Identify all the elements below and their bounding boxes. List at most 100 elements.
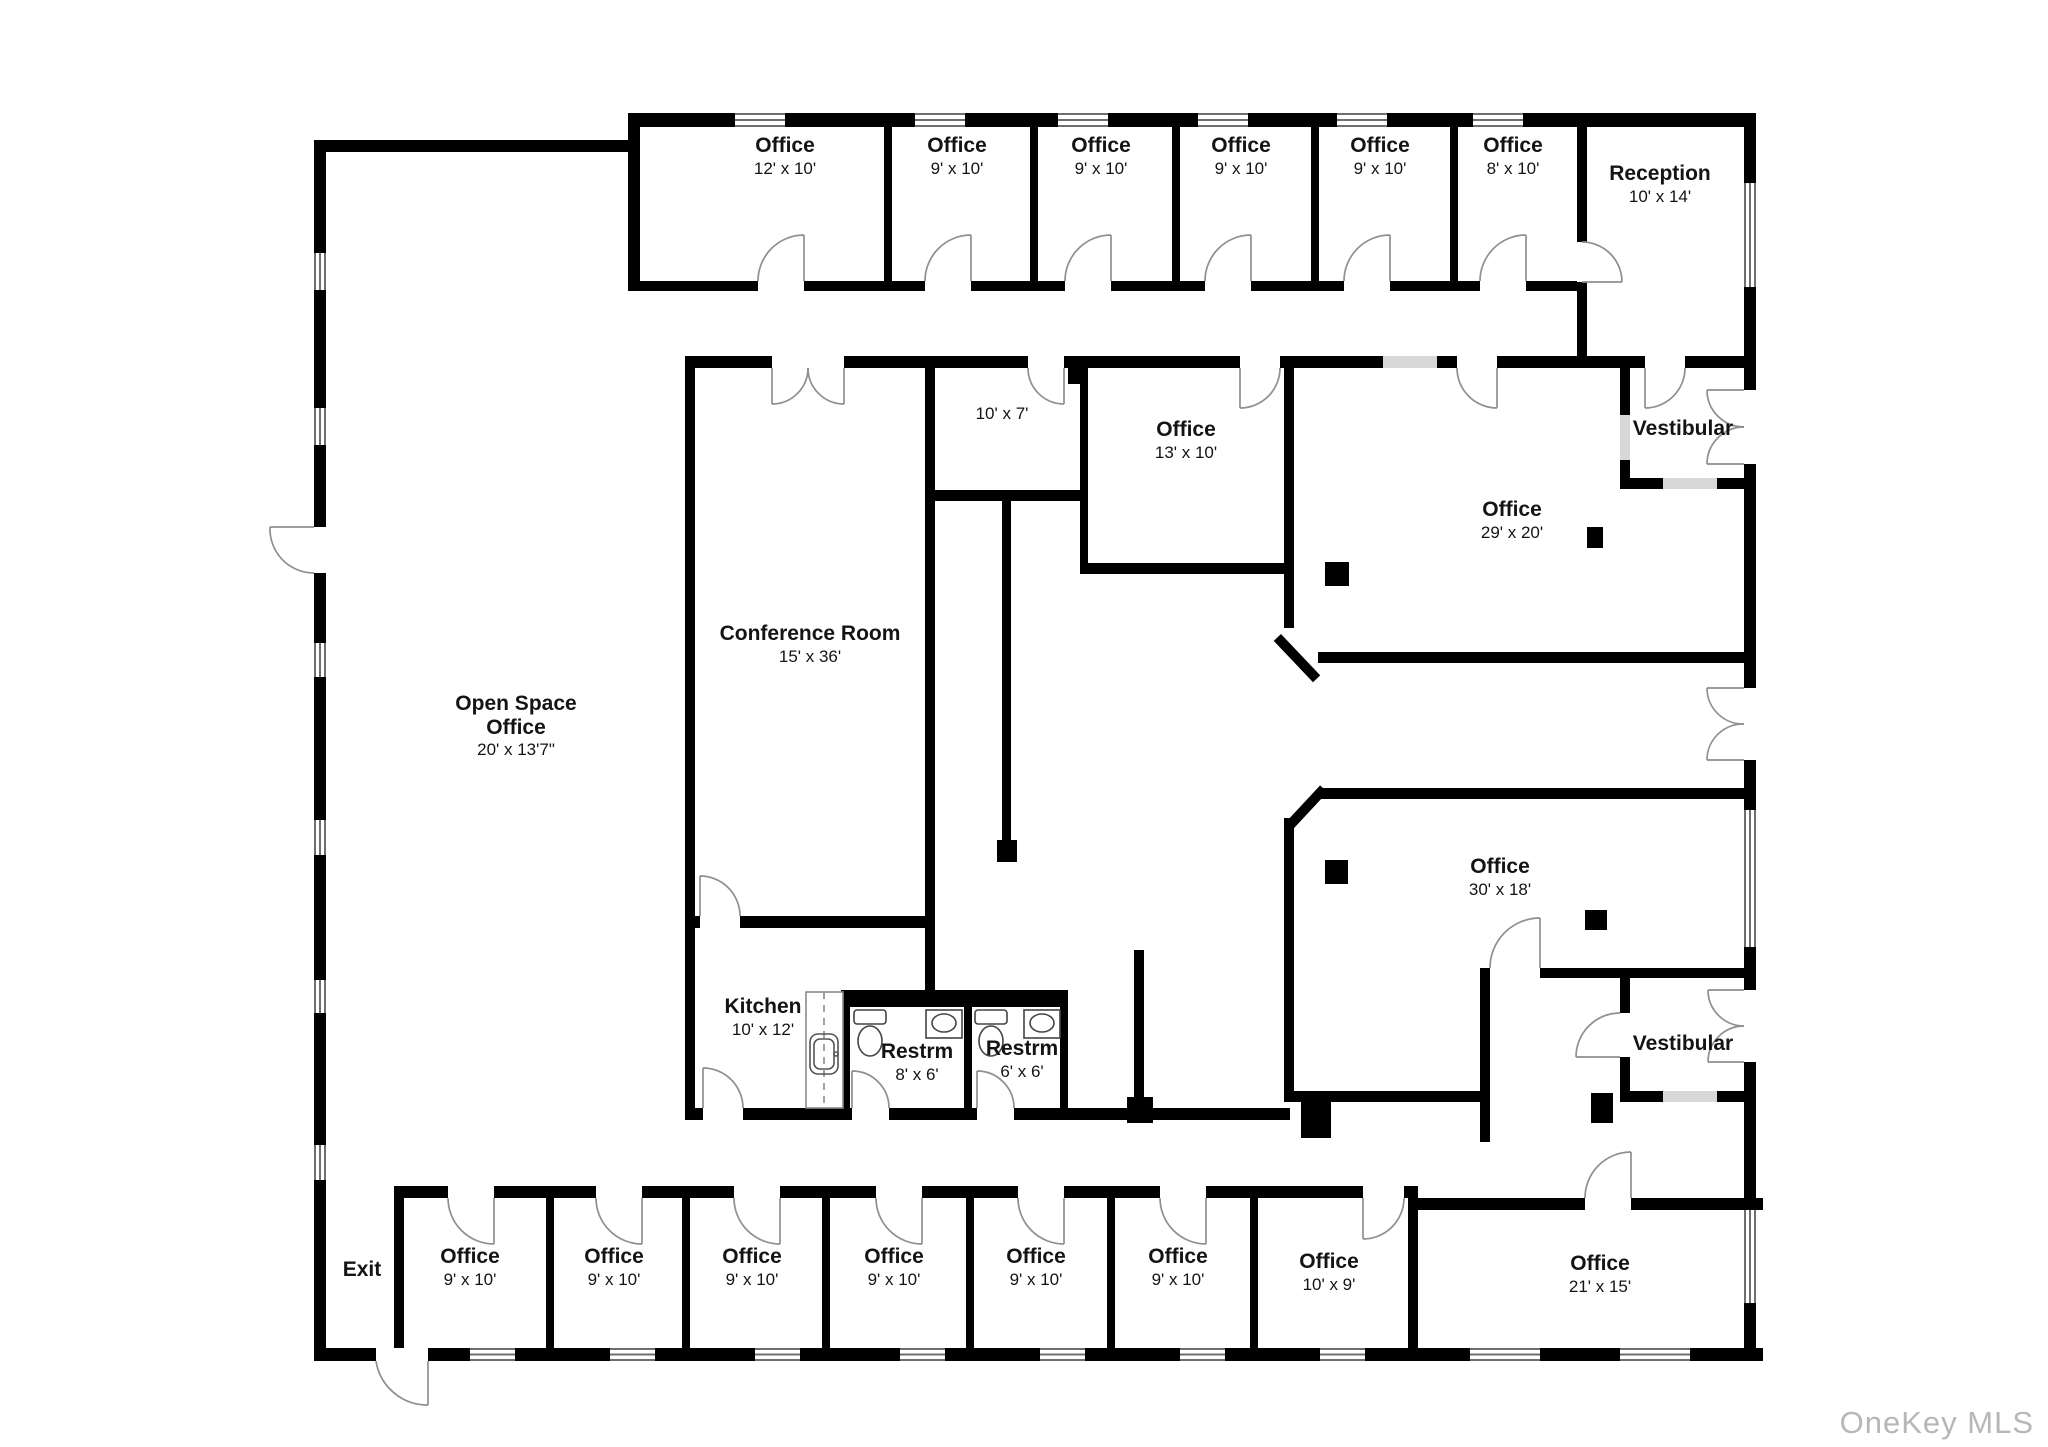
room-name: Office [1483,134,1543,157]
room-label-office-13x10: Office 13' x 10' [1155,418,1217,463]
room-name: Vestibular [1632,1032,1734,1055]
column [1127,1097,1153,1123]
wall [628,113,640,291]
room-dims: 10' x 9' [1302,1274,1356,1294]
room-name: Office [722,1245,782,1268]
column [997,840,1017,862]
room-label-exit: Exit [343,1258,382,1282]
wall [841,1007,850,1108]
room-name: Office [486,715,546,739]
room-label-office: Office 9' x 10' [927,134,987,179]
wall [1631,1198,1763,1210]
room-label-office: Office 9' x 10' [1148,1245,1208,1290]
wall [314,677,326,820]
window [1620,1348,1690,1361]
room-dims: 9' x 10' [725,1269,779,1289]
wall [1318,652,1744,663]
window [1337,113,1387,127]
wall [314,855,326,980]
window [1040,1348,1085,1361]
room-name: Office [1148,1245,1208,1268]
wall [682,1198,690,1348]
room-label-hall-10x7: 10' x 7' [976,403,1029,424]
room-dims: 20' x 13'7" [477,740,555,760]
toilet-icon [974,1009,1008,1025]
column [1587,527,1603,548]
wall [740,916,935,928]
window [755,1348,800,1361]
window [314,643,326,677]
window [1620,415,1630,460]
wall [1744,464,1756,688]
window [314,820,326,855]
room-name: Office [1350,134,1410,157]
room-label-office: Office 9' x 10' [440,1245,500,1290]
wall [1225,1348,1320,1361]
wall [1060,1007,1068,1108]
wall [1744,287,1756,390]
wall [1251,281,1344,291]
toilet-icon [978,1025,1004,1057]
sink-icon [1029,1013,1055,1033]
wall [1080,563,1292,574]
wall [964,1007,972,1108]
window [1744,810,1756,947]
wall [966,1198,974,1348]
room-name: Office [1071,134,1131,157]
window [915,113,965,127]
wall [314,1348,376,1361]
room-dims: 13' x 10' [1154,442,1218,462]
column [1325,562,1349,586]
wall [822,1198,830,1348]
room-dims: 30' x 18' [1468,879,1532,899]
room-label-office-10x9: Office 10' x 9' [1299,1250,1359,1295]
room-name: Office [1299,1250,1359,1273]
wall [1206,1186,1363,1198]
wall [1030,127,1038,281]
window [314,980,326,1013]
room-dims: 15' x 36' [778,646,842,666]
room-dims: 29' x 20' [1480,522,1544,542]
wall [925,356,935,990]
wall [1577,282,1587,362]
window [900,1348,945,1361]
wall [314,573,326,643]
room-label-office-12x10: Office 12' x 10' [754,134,816,179]
room-dims: 21' x 15' [1568,1276,1632,1296]
restroom-fixtures [853,1009,1061,1057]
wall [1717,1091,1744,1102]
wall [685,1108,703,1120]
column [1585,910,1607,930]
watermark: OneKey MLS [1839,1405,2034,1440]
wall [1111,281,1205,291]
wall [844,356,1028,368]
wall [922,1186,1018,1198]
wall [1620,1057,1630,1091]
room-dims: 9' x 10' [1151,1269,1205,1289]
wall [1620,368,1630,415]
room-label-office: Office 9' x 10' [1350,134,1410,179]
wall [515,1348,610,1361]
wall [1577,127,1587,242]
wall [1284,818,1294,1102]
wall [1744,1303,1756,1361]
column [1591,1093,1613,1123]
wall [1620,460,1630,488]
kitchen-counter [805,991,844,1109]
wall [971,281,1065,291]
window [610,1348,655,1361]
door-arcs [269,234,1745,1406]
column [1325,860,1348,884]
window [735,113,785,127]
room-name: Office [1482,498,1542,521]
window [1663,478,1717,489]
room-dims: 9' x 10' [867,1269,921,1289]
room-label-vestibular-top: Vestibular [1633,417,1733,441]
wall [314,1180,326,1361]
column [1301,1094,1331,1138]
room-name: Restrm [985,1037,1059,1060]
wall [1497,356,1645,368]
wall [1415,1198,1585,1210]
wall [1620,978,1630,1013]
